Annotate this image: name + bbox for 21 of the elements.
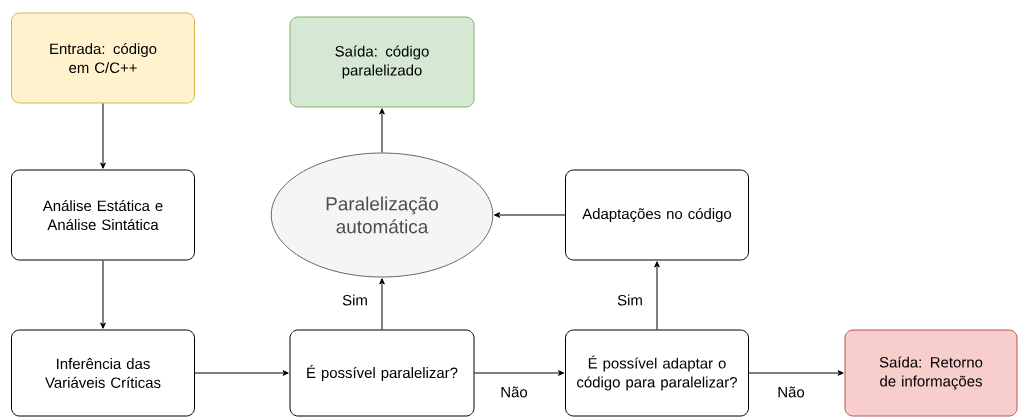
arrow — [379, 278, 385, 330]
process-box: Saída: código paralelizado — [289, 16, 475, 108]
edge-label: Não — [499, 385, 529, 399]
edge-label: Não — [776, 385, 806, 399]
process-box: Entrada: código em C/C++ — [11, 12, 195, 104]
process-box: É possível paralelizar? — [289, 329, 475, 417]
process-box: É possível adaptar o código para paralelizar? — [565, 329, 749, 417]
arrow — [654, 261, 660, 330]
process-box: Adaptações no código — [565, 169, 749, 261]
arrow — [474, 370, 565, 376]
edge-label: Sim — [616, 293, 644, 307]
process-box: Inferência das Variáveis Críticas — [11, 329, 195, 417]
arrow — [100, 103, 106, 169]
arrow — [100, 260, 106, 329]
process-box: Análise Estática e Análise Sintática — [11, 169, 195, 261]
edge-label: Sim — [341, 293, 369, 307]
process-box: Saída: Retorno de informações — [844, 329, 1018, 417]
arrow — [379, 108, 385, 153]
arrow — [748, 370, 844, 376]
arrow — [194, 370, 289, 376]
arrow — [494, 212, 566, 218]
